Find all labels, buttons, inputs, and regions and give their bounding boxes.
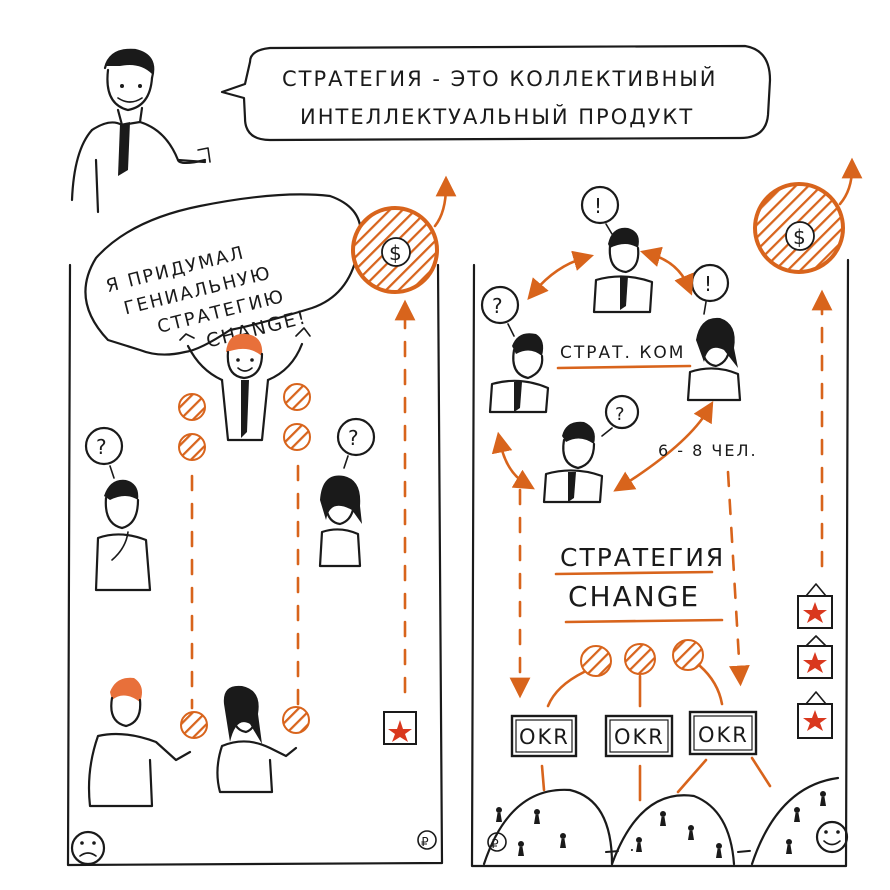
svg-text:$: $ [793,225,808,249]
strategy-name: CHANGE [568,580,700,613]
strategy-title: СТРАТЕГИЯ [560,543,725,572]
speech-line-2: ИНТЕЛЛЕКТУАЛЬНЫЙ ПРОДУКТ [300,104,694,129]
right-ruble-icon: ₽ [487,832,507,852]
svg-text:?: ? [96,435,109,459]
svg-text:СТРАТ. КОМ: СТРАТ. КОМ [560,343,685,363]
dollar-sign: $ [389,241,404,265]
sad-face-icon [70,830,106,866]
svg-text:OKR: OKR [698,723,749,747]
left-leader-figure [179,327,311,442]
svg-text:₽: ₽ [491,837,499,851]
okr-to-team-lines [540,756,772,802]
committee-figure-top: ! [580,185,654,314]
main-speech-bubble: СТРАТЕГИЯ - ЭТО КОЛЛЕКТИВНЫЙ ИНТЕЛЛЕКТУА… [220,44,772,142]
dashed-flow-arrows [509,289,833,699]
okr-box-3: OKR [688,710,758,756]
left-coin-column-a [178,393,208,739]
svg-text:?: ? [615,404,627,425]
left-star-box [383,711,417,745]
okr-box-2: OKR [604,714,674,758]
svg-text:₽: ₽ [421,835,429,849]
okr-box-1: OKR [510,714,578,758]
left-questioning-man: ? [84,426,152,592]
svg-text:OKR: OKR [519,725,570,749]
left-ruble-icon: ₽ [417,830,437,850]
star-box-2 [797,635,833,679]
svg-text:?: ? [492,294,505,318]
strategy-title-block: СТРАТЕГИЯ CHANGE [554,543,725,624]
left-panel-frame [66,263,444,867]
right-star-boxes [797,583,833,739]
svg-text:!: ! [594,194,604,218]
team-mounds [482,776,840,866]
left-team-members [87,677,298,808]
team-size-label: 6 - 8 ЧЕЛ. [658,441,758,460]
committee-figure-left: ? [480,285,550,414]
committee-label: СТРАТ. КОМ [556,343,692,370]
committee-figure-right: ! [686,263,742,402]
svg-text:OKR: OKR [614,725,665,749]
left-questioning-woman: ? [318,417,376,568]
right-dollar-coin: $ [753,157,863,274]
left-thought-bubble: Я ПРИДУМАЛ ГЕНИАЛЬНУЮ СТРАТЕГИЮ CHANGE! [84,193,362,356]
speech-line-1: СТРАТЕГИЯ - ЭТО КОЛЛЕКТИВНЫЙ [282,66,718,91]
star-box-3 [797,691,833,739]
right-panel-frame [470,258,850,868]
star-box-1 [797,583,833,629]
committee-figure-bottom: ? [542,394,640,504]
left-dollar-coin: $ [351,175,457,294]
happy-face-icon [815,820,849,854]
strategy-coins [546,639,724,708]
committee-arrows [491,246,714,492]
presenter-figure [70,48,211,214]
svg-text:!: ! [704,272,714,296]
left-coin-column-b [282,383,311,734]
svg-text:?: ? [348,426,361,450]
